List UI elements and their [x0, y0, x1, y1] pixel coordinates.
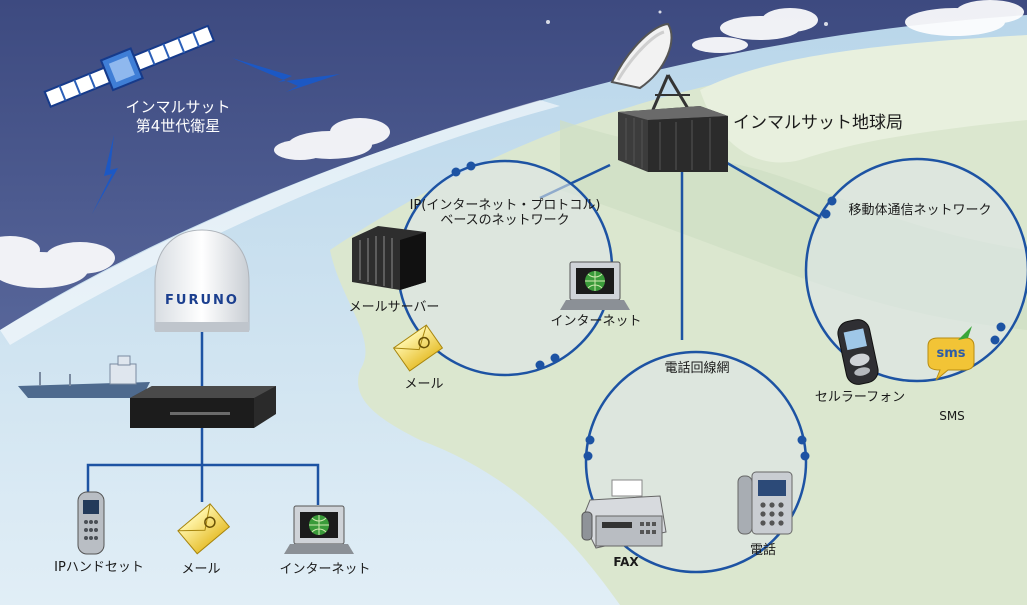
signal-bolt-2: [92, 135, 118, 214]
mail-server-icon: [352, 226, 426, 290]
mobile-network-circle: [804, 157, 1027, 383]
antenna-dome-icon: [154, 229, 250, 332]
terminal-mail-icon: [177, 503, 231, 555]
earth-station-label: インマルサット地球局: [733, 113, 903, 133]
ip-mail-icon: [392, 324, 444, 372]
terminal-unit-icon: [130, 386, 276, 428]
earth-station-dish-icon: [610, 22, 692, 113]
telephone-label: 電話: [749, 543, 777, 558]
satellite-label-line1: インマルサット: [125, 98, 231, 116]
signal-bolt-1: [232, 58, 340, 92]
land-highlight: [700, 35, 1027, 163]
phone-network-title: 電話回線網: [664, 361, 730, 376]
ip-handset-icon: [77, 491, 105, 555]
stars: [546, 10, 828, 26]
ip-handset-label: IPハンドセット: [54, 560, 144, 575]
ship-icon: [18, 355, 150, 398]
terminal-internet-icon: [284, 505, 354, 554]
satellite-icon: [43, 24, 216, 108]
sms-bubble-icon: [927, 326, 975, 381]
fax-label: FAX: [613, 555, 639, 569]
cellphone-label: セルラーフォン: [814, 390, 906, 405]
satellite-label: インマルサット 第4世代衛星: [125, 98, 230, 136]
ip-mail-label: メール: [404, 377, 444, 392]
mail-server-label: メールサーバー: [348, 300, 440, 315]
cellphone-icon: [837, 319, 879, 385]
internet-computer-icon: [560, 261, 630, 310]
sms-label: SMS: [939, 409, 965, 423]
ip-network-title-line2: ベースのネットワーク: [440, 213, 570, 228]
earth-station-building-icon: [618, 106, 728, 172]
terminal-internet-label: インターネット: [279, 562, 371, 577]
terminal-mail-label: メール: [181, 562, 221, 577]
clouds: [0, 0, 1024, 288]
fax-machine-icon: [581, 479, 667, 549]
telephone-icon: [737, 471, 793, 535]
sms-bubble-text: sms: [936, 346, 966, 361]
satellite-label-line2: 第4世代衛星: [135, 117, 221, 135]
ip-network-title: IP(インターネット・プロトコル) ベースのネットワーク: [410, 198, 601, 228]
furuno-brand-label: FURUNO: [165, 293, 239, 308]
circle-nodes: [451, 161, 1006, 461]
ip-internet-label: インターネット: [550, 314, 642, 329]
ip-network-title-line1: IP(インターネット・プロトコル): [409, 198, 601, 213]
mobile-network-title: 移動体通信ネットワーク: [848, 203, 992, 218]
